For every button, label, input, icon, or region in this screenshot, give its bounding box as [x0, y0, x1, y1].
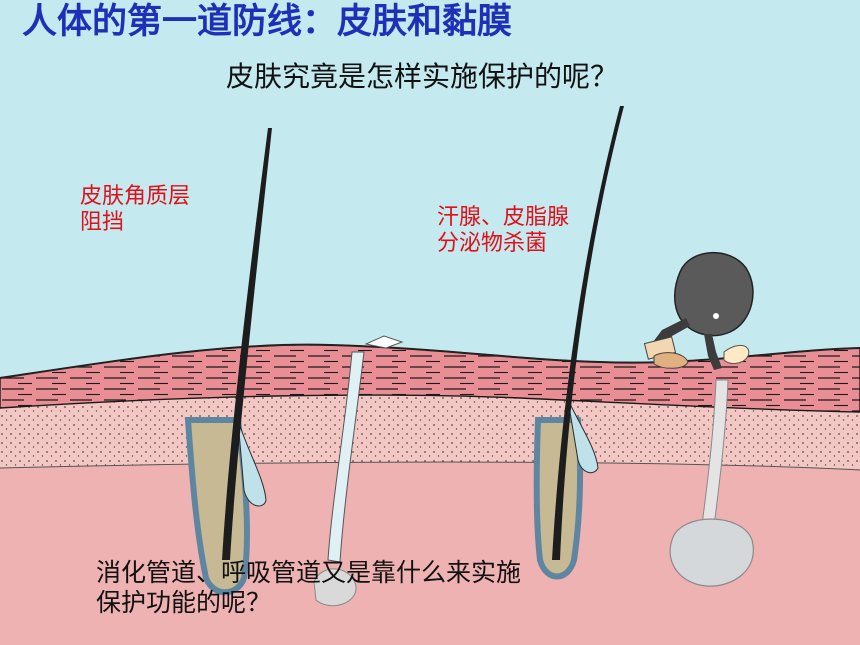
label-stratum-corneum: 皮肤角质层 阻挡	[80, 184, 190, 236]
hair-icon	[184, 128, 272, 596]
bottom-question-line2: 保护功能的呢？	[96, 587, 272, 617]
label-glands: 汗腺、皮脂腺 分泌物杀菌	[437, 205, 569, 257]
label-glands-line2: 分泌物杀菌	[437, 230, 548, 256]
question-text: 皮肤究竟是怎样实施保护的呢？	[226, 60, 619, 93]
epidermis-dashes	[0, 344, 860, 412]
label-stratum-corneum-line1: 皮肤角质层	[80, 184, 191, 209]
germ-icon	[643, 252, 754, 370]
bottom-question-line1: 消化管道、呼吸管道又是靠什么来实施	[96, 558, 522, 587]
sweat-gland-right	[669, 344, 754, 587]
bottom-question: 消化管道、呼吸管道又是靠什么来实施 保护功能的呢？	[96, 558, 521, 617]
label-glands-line1: 汗腺、皮脂腺	[437, 205, 570, 230]
hair-follicle-right	[533, 106, 624, 580]
sweat-gland-icon	[313, 335, 404, 607]
label-stratum-corneum-line2: 阻挡	[80, 209, 125, 235]
page-title: 人体的第一道防线：皮肤和黏膜	[22, 2, 513, 42]
dermis-boundary	[0, 461, 860, 471]
